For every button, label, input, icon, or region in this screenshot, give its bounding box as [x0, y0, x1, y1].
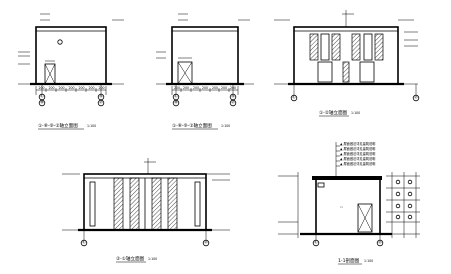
elevation-b: 200 200 200 200 200 200 200 ① ⑧ ⑨ ② ①-⑧-… — [156, 13, 254, 130]
elevation-a-scale: 1:100 — [87, 124, 96, 128]
axis-label: ② — [231, 100, 235, 106]
elevation-d-scale: 1:100 — [148, 257, 157, 261]
dim-b-6: 200 — [221, 86, 227, 90]
axis-bubble — [229, 99, 237, 107]
axis-label: ② — [414, 95, 418, 101]
axis-bubble — [38, 93, 46, 101]
svg-text:▭: ▭ — [340, 205, 343, 209]
section-scale: 1:100 — [364, 259, 373, 263]
elevation-a-caption: ①-⑧-⑨-②轴立面图 — [38, 122, 78, 129]
dim-b-4: 200 — [202, 86, 208, 90]
axis-label: ① — [40, 94, 44, 100]
axis-bubble — [290, 94, 298, 102]
dim-a-4: 200 — [69, 86, 75, 90]
section-note: ▲ 屋面做法详见建筑说明 — [340, 146, 375, 151]
dim-b-1: 200 — [174, 86, 180, 90]
section-note: ▲ 屋面做法详见建筑说明 — [340, 141, 375, 146]
dim-b-3: 200 — [193, 86, 199, 90]
axis-label: ① — [292, 95, 296, 101]
axis-label: ② — [378, 240, 382, 246]
axis-label: ① — [174, 94, 178, 100]
axis-label: ⑧ — [40, 100, 44, 106]
elevation-d-caption: ②-①轴立面图 — [116, 255, 145, 262]
axis-bubble — [97, 93, 105, 101]
dim-a-2: 200 — [49, 86, 55, 90]
dim-a-6: 200 — [89, 86, 95, 90]
section-note: ▲ 屋面做法详见建筑说明 — [340, 156, 375, 161]
elevation-b-caption: ①-⑧-⑨-②轴立面图 — [172, 122, 212, 129]
dim-a-3: 200 — [59, 86, 65, 90]
elevation-b-wall — [171, 26, 239, 85]
axis-bubble — [97, 99, 105, 107]
section-caption: 1-1剖面图 — [338, 257, 360, 264]
elevation-c: ① ② ①-②轴立面图 1:100 — [274, 10, 420, 117]
roof-slab — [312, 176, 382, 180]
door-icon — [357, 203, 373, 233]
axis-label: ② — [99, 100, 103, 106]
axis-label: ② — [204, 240, 208, 246]
dim-b-2: 200 — [183, 86, 189, 90]
axis-bubble — [229, 93, 237, 101]
dim-a-1: 200 — [39, 86, 45, 90]
axis-bubble — [80, 239, 88, 247]
axis-bubble — [376, 239, 384, 247]
axis-bubble — [38, 99, 46, 107]
dim-b-5: 200 — [212, 86, 218, 90]
axis-label: ⑨ — [99, 94, 103, 100]
axis-bubble — [172, 99, 180, 107]
elevation-a: 200 200 200 200 200 200 200 ① ⑧ ⑨ ② ①-⑧-… — [18, 13, 124, 130]
dim-a-5: 200 — [79, 86, 85, 90]
axis-bubble — [412, 94, 420, 102]
section-note: ▲ 屋面做法详见建筑说明 — [340, 151, 375, 156]
axis-label: ① — [314, 240, 318, 246]
door-icon — [177, 57, 193, 85]
elevation-d: ① ② ②-①轴立面图 1:100 — [62, 158, 230, 263]
axis-label: ⑨ — [231, 94, 235, 100]
elevation-c-scale: 1:100 — [351, 111, 360, 115]
axis-label: ① — [82, 240, 86, 246]
dim-a-7: 200 — [99, 86, 105, 90]
elevation-b-scale: 1:100 — [221, 124, 230, 128]
axis-bubble — [172, 93, 180, 101]
door-icon — [44, 60, 56, 85]
section-note: ▲ 屋面做法详见建筑说明 — [340, 161, 375, 166]
axis-label: ⑧ — [174, 100, 178, 106]
elevation-c-caption: ①-②轴立面图 — [319, 109, 348, 116]
section-1-1: ▲ 屋面做法详见建筑说明 ▲ 屋面做法详见建筑说明 ▲ 屋面做法详见建筑说明 ▲… — [278, 141, 420, 265]
axis-bubble — [202, 239, 210, 247]
axis-bubble — [312, 239, 320, 247]
elevation-a-wall — [35, 26, 107, 85]
